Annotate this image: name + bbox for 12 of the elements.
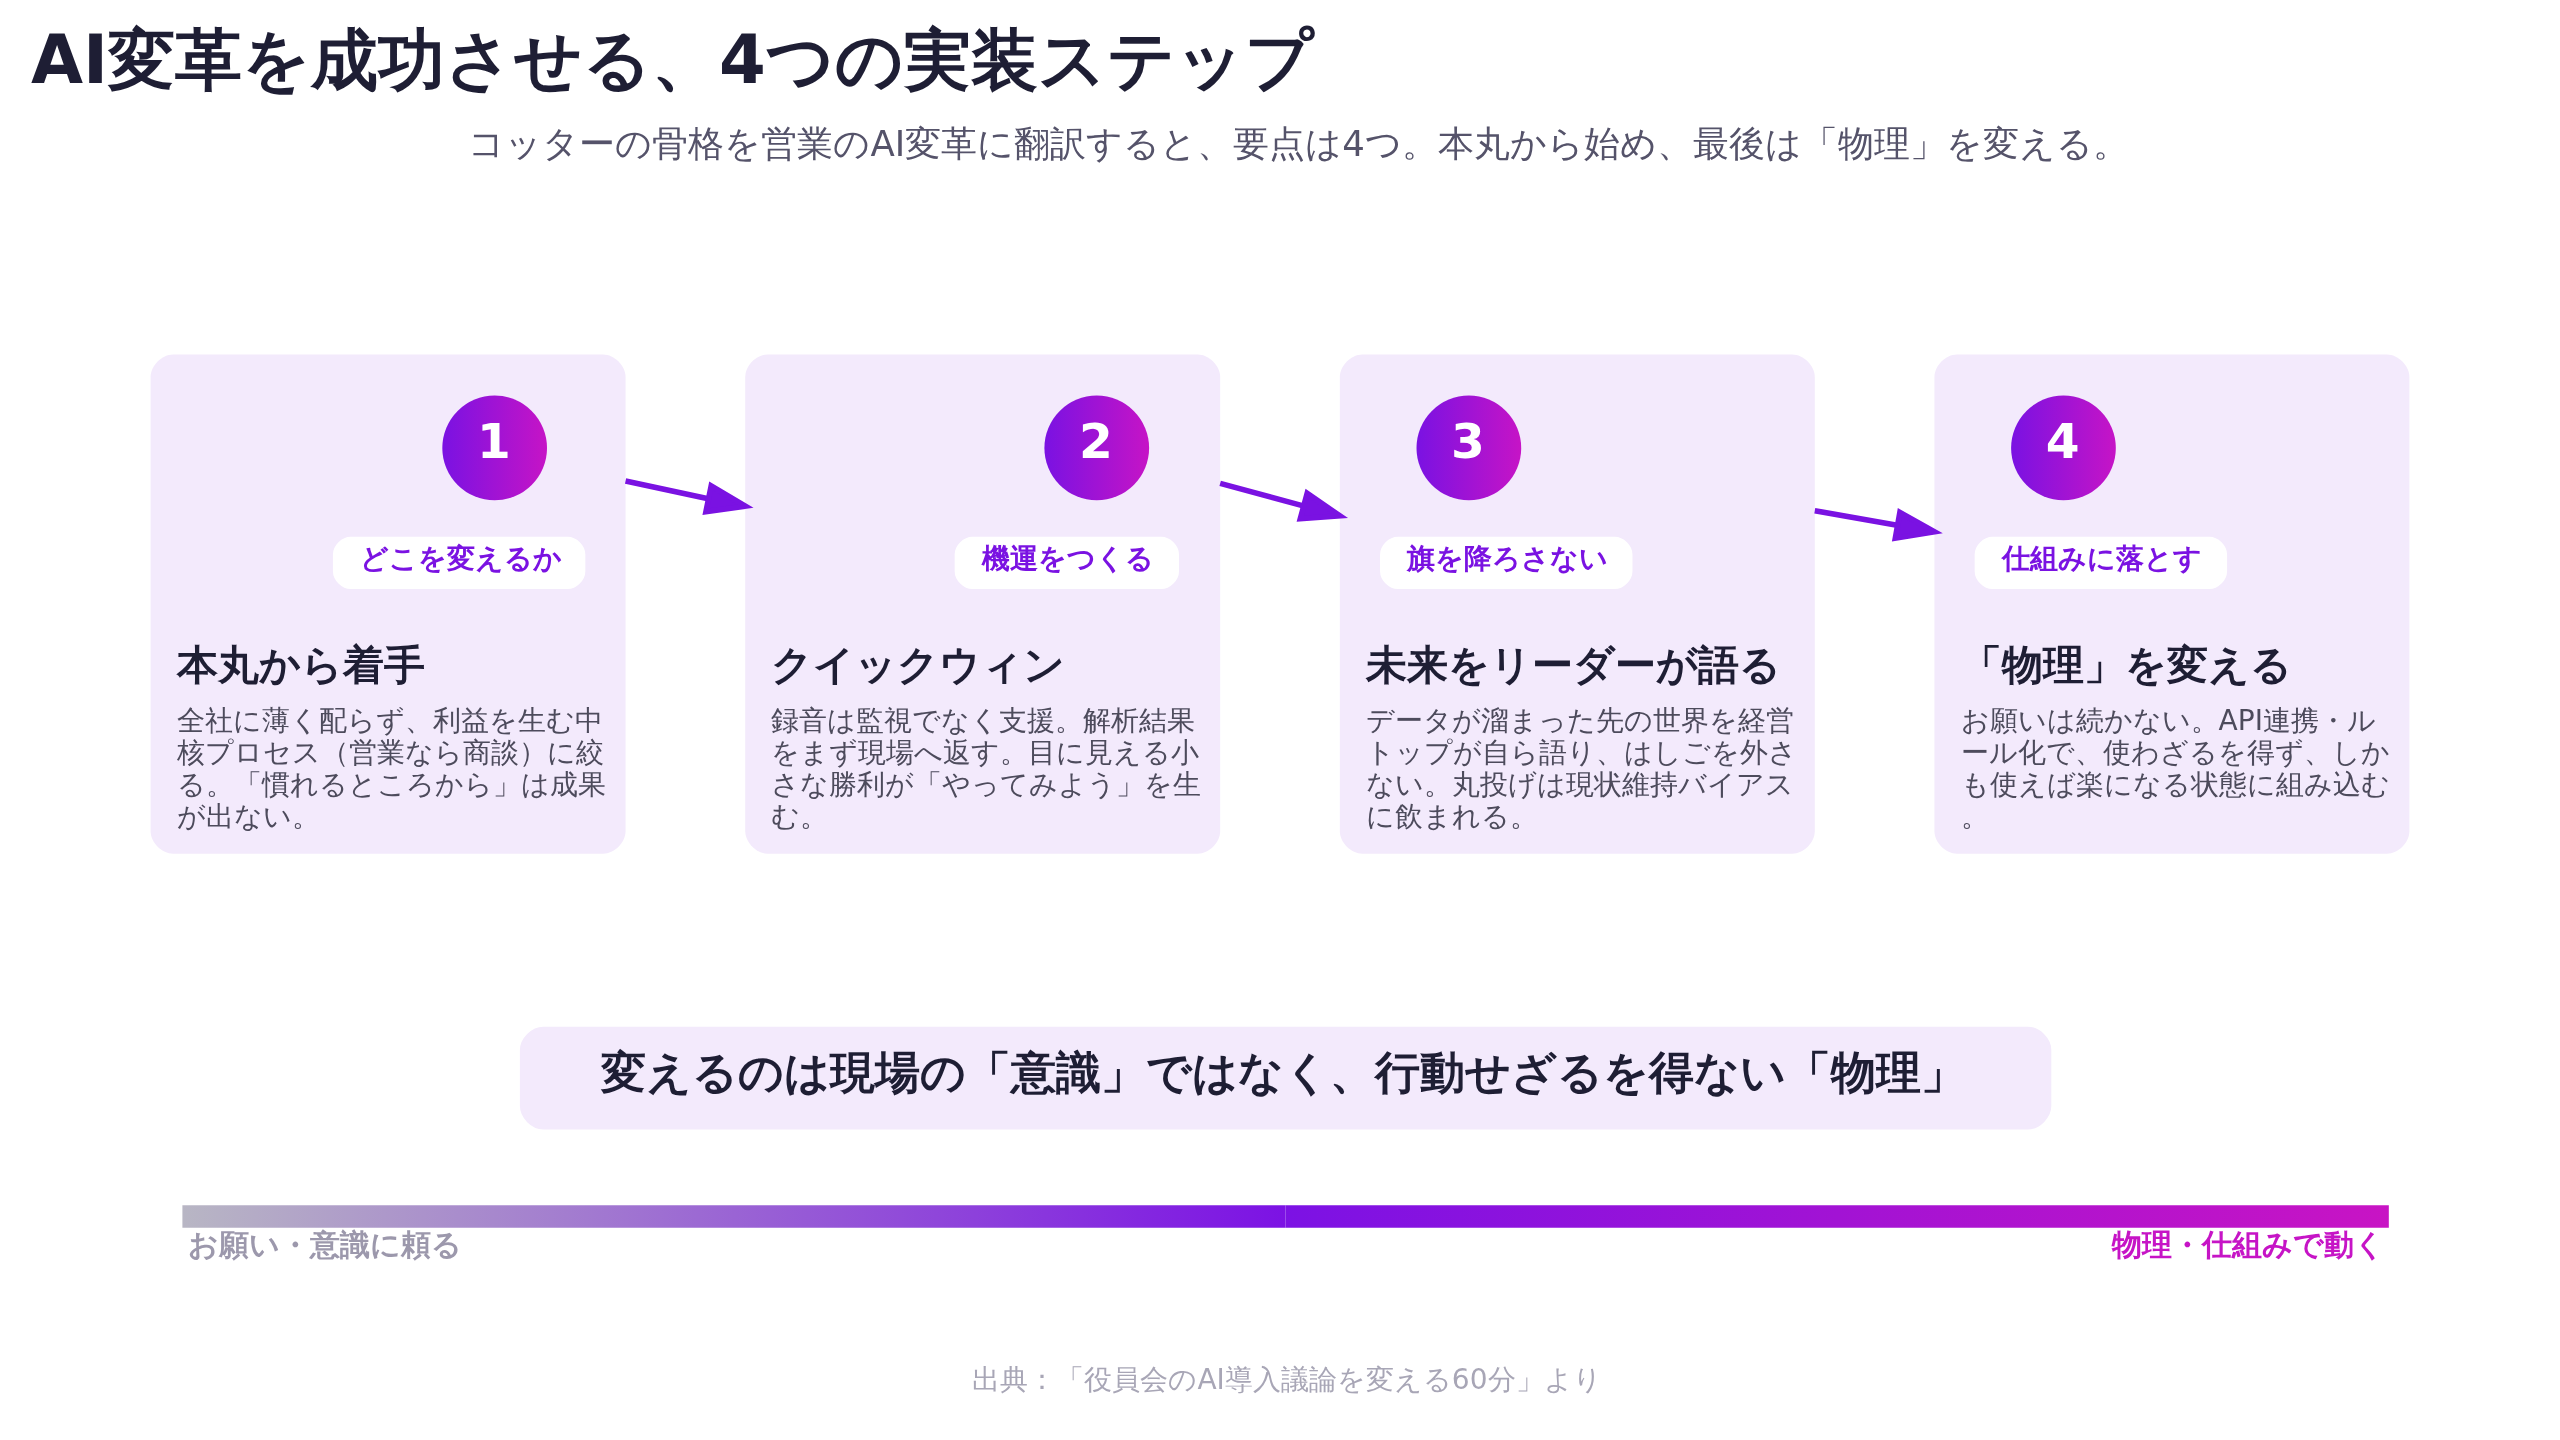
diagram-title: AI変革を成功させる、4つの実装ステップ	[30, 20, 1314, 99]
node-label: お願い・意識に頼る	[188, 1227, 463, 1263]
arrow	[624, 478, 754, 515]
label: コッターの骨格を営業のAI変革に翻訳すると、要点は4つ。本丸から始め、最後は「物理」を変える。	[468, 122, 2129, 164]
node-circle: 4	[2011, 395, 2116, 501]
node-label: 物理・仕組みで動く	[2112, 1227, 2386, 1263]
arrow	[1219, 480, 1349, 522]
node-circle: 2	[1044, 395, 1150, 501]
label: 出典：「役員会のAI導入議論を変える60分」より	[972, 1363, 1602, 1397]
arrow	[1814, 507, 1943, 542]
node-circle: 3	[1416, 395, 1522, 501]
node-circle: 1	[442, 395, 547, 501]
